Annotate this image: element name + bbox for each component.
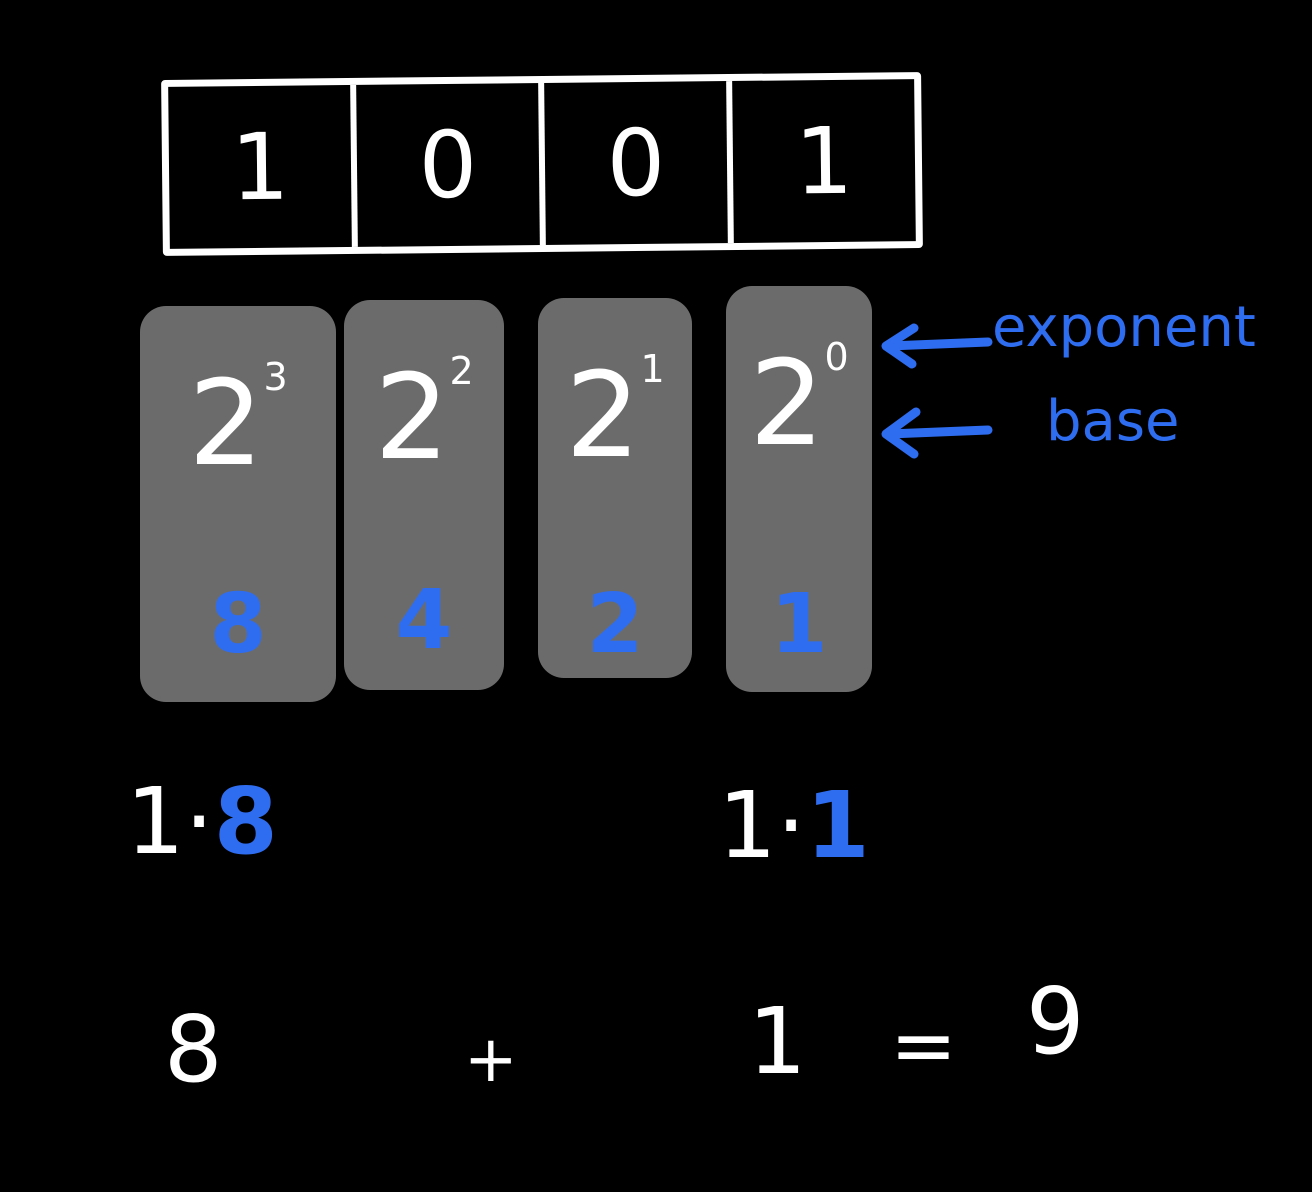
exponent: 3 [263, 355, 288, 399]
exponent: 1 [640, 347, 665, 391]
power: 21 [538, 350, 692, 474]
sum-term-a: 8 [164, 996, 223, 1103]
product-bit: 1 [718, 772, 777, 879]
base: 2 [749, 334, 825, 472]
bit-cell: 0 [356, 82, 546, 247]
sum-plus: + [464, 1023, 518, 1097]
exponent-label: exponent [992, 295, 1256, 360]
power: 23 [140, 358, 336, 482]
place-value: 1 [770, 577, 828, 672]
arrowhead-icon [881, 407, 921, 459]
bit-value: 1 [230, 113, 290, 221]
base: 2 [565, 346, 641, 484]
place-value-card-2-2: 22 4 [344, 300, 504, 690]
product-dot: · [776, 772, 806, 879]
sum-equals: = [890, 999, 958, 1092]
sum-result: 9 [1026, 968, 1085, 1075]
base-label: base [1046, 389, 1180, 454]
arrow-left-icon [883, 337, 993, 351]
arrowhead-icon [881, 323, 919, 369]
base: 2 [188, 354, 264, 492]
place-value-card-2-3: 23 8 [140, 306, 336, 702]
power: 20 [726, 338, 872, 462]
bit-value: 0 [418, 111, 478, 219]
arrow-left-icon [883, 425, 993, 439]
product-bit: 1 [126, 768, 185, 875]
place-value-card-2-0: 20 1 [726, 286, 872, 692]
product-expression: 1·8 [126, 776, 278, 868]
exponent: 2 [449, 349, 474, 393]
binary-digits-row: 1 0 0 1 [161, 72, 923, 256]
bit-value: 1 [794, 107, 854, 215]
product-value: 1 [805, 772, 870, 879]
product-expression: 1·1 [718, 780, 870, 872]
product-value: 8 [213, 768, 278, 875]
bit-value: 0 [606, 109, 666, 217]
bit-cell: 1 [732, 79, 916, 243]
place-value-card-2-1: 21 2 [538, 298, 692, 678]
place-value: 8 [209, 577, 267, 672]
place-value: 2 [586, 577, 644, 672]
base: 2 [374, 348, 450, 486]
product-dot: · [184, 768, 214, 875]
bit-cell: 0 [544, 81, 734, 245]
exponent: 0 [824, 335, 849, 379]
sum-term-b: 1 [748, 988, 807, 1095]
annotation-arrows [881, 323, 993, 459]
bit-cell: 1 [168, 84, 358, 249]
place-value: 4 [395, 573, 453, 668]
power: 22 [344, 352, 504, 476]
